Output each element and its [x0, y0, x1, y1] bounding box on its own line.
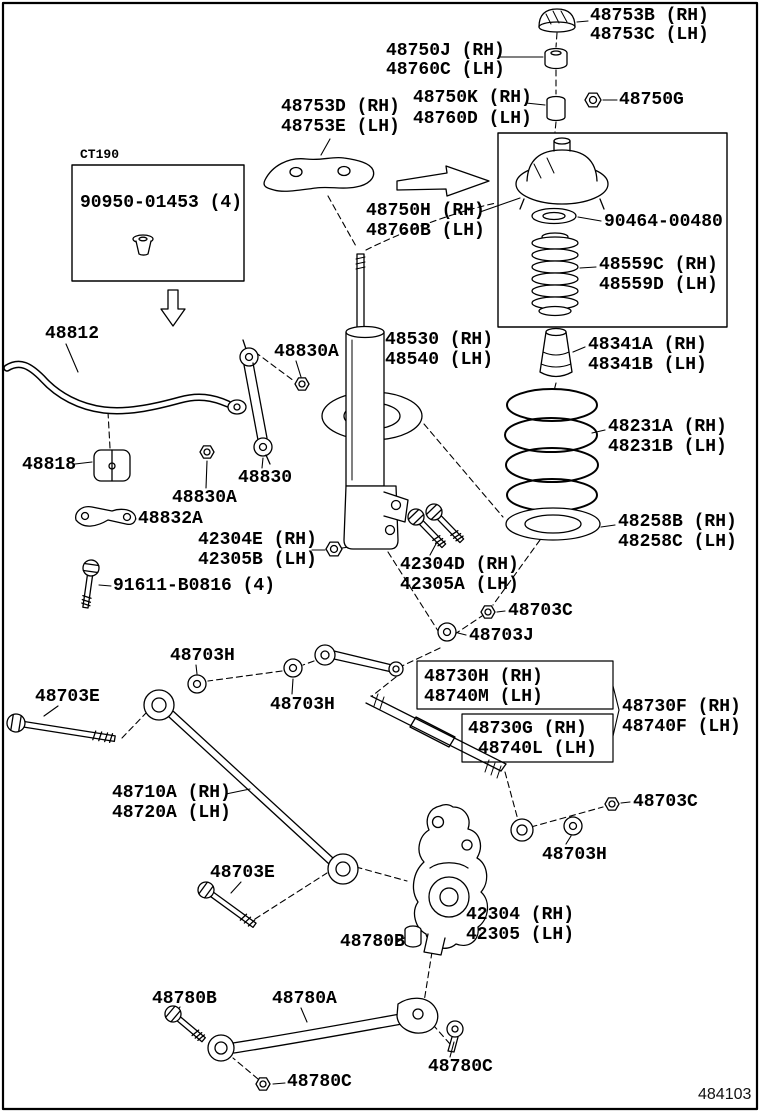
stabilizer-bar-drawing	[3, 360, 247, 415]
part-label-90950-01453: 90950-01453 (4)	[80, 193, 243, 213]
reference-boxes	[71, 132, 728, 328]
part-label-48258b-rh: 48258B (RH)	[618, 512, 737, 532]
part-label-48730g-rh: 48730G (RH)	[468, 719, 587, 739]
part-label-48830a-lower: 48830A	[172, 488, 237, 508]
part-label-48780c-bushing: 48780C	[428, 1057, 493, 1077]
knuckle-bushing-drawing	[404, 925, 422, 948]
retainer-clip-drawing	[132, 234, 154, 256]
coil-spring-drawing	[504, 388, 599, 512]
part-label-48753e-lh: 48753E (LH)	[281, 117, 400, 137]
part-label-48341b-lh: 48341B (LH)	[588, 355, 707, 375]
part-label-48703e-lower: 48703E	[210, 863, 275, 883]
part-label-48258c-lh: 48258C (LH)	[618, 532, 737, 552]
assembly-dashed-lines	[107, 32, 604, 1080]
part-label-42305-lh: 42305 (LH)	[466, 925, 575, 945]
part-label-48760c-lh: 48760C (LH)	[386, 60, 505, 80]
part-label-91611-b0816: 91611-B0816 (4)	[113, 576, 276, 596]
part-label-48750k-rh: 48750K (RH)	[413, 88, 532, 108]
stabilizer-link-drawing	[199, 339, 310, 465]
part-label-48830a-upper: 48830A	[274, 342, 339, 362]
part-label-48730f-rh: 48730F (RH)	[622, 697, 741, 717]
arm-group-boxes	[416, 660, 614, 763]
part-label-48780b-bushing: 48780B	[340, 932, 405, 952]
part-label-48559d-lh: 48559D (LH)	[599, 275, 718, 295]
support-assembly-drawing	[515, 137, 609, 317]
arm-bolt-left-drawing	[5, 712, 117, 749]
part-label-48750g: 48750G	[619, 90, 684, 110]
bar-bushing-drawing	[93, 449, 131, 482]
part-label-48780c-nut: 48780C	[287, 1072, 352, 1092]
part-label-48730h-rh: 48730H (RH)	[424, 667, 543, 687]
part-label-48231b-lh: 48231B (LH)	[608, 437, 727, 457]
part-label-48703h-mid: 48703H	[270, 695, 335, 715]
part-label-42305a-lh: 42305A (LH)	[400, 575, 519, 595]
part-label-48703c-right: 48703C	[633, 792, 698, 812]
part-label-48703e-left: 48703E	[35, 687, 100, 707]
part-label-48830: 48830	[238, 468, 293, 488]
spring-seat-drawing	[505, 507, 601, 541]
upper-lateral-arm-drawing	[314, 644, 404, 677]
part-label-48703h-right: 48703H	[542, 845, 607, 865]
direction-arrow-right-icon	[396, 165, 490, 197]
top-mount-fasteners-drawing	[538, 8, 602, 122]
knuckle-drawing	[412, 803, 489, 956]
lower-arm-no2-drawing	[143, 689, 359, 885]
spring-bumper-drawing	[539, 327, 573, 378]
part-label-48753d-rh: 48753D (RH)	[281, 97, 400, 117]
part-label-48703c-upper: 48703C	[508, 601, 573, 621]
part-label-48703h-left: 48703H	[170, 646, 235, 666]
part-label-48710a-rh: 48710A (RH)	[112, 783, 231, 803]
arm-bolt-lower-drawing	[194, 878, 260, 933]
bar-bracket-drawing	[75, 506, 137, 527]
shock-absorber-drawing	[321, 253, 423, 550]
diagram-code-label: CT190	[80, 147, 120, 162]
part-label-48753b-rh: 48753B (RH)	[590, 6, 709, 26]
part-label-48720a-lh: 48720A (LH)	[112, 803, 231, 823]
part-label-42305b-lh: 42305B (LH)	[198, 550, 317, 570]
part-label-48740l-lh: 48740L (LH)	[478, 739, 597, 759]
part-label-48832a: 48832A	[138, 509, 203, 529]
part-label-48750j-rh: 48750J (RH)	[386, 41, 505, 61]
part-label-90464-00480: 90464-00480	[604, 212, 723, 232]
part-label-48753c-lh: 48753C (LH)	[590, 25, 709, 45]
direction-arrow-down-icon	[160, 289, 186, 327]
bracket-bolt-drawing	[76, 558, 101, 610]
part-label-48740m-lh: 48740M (LH)	[424, 687, 543, 707]
part-label-48559c-rh: 48559C (RH)	[599, 255, 718, 275]
part-label-48530-rh: 48530 (RH)	[385, 330, 494, 350]
part-label-48540-lh: 48540 (LH)	[385, 350, 494, 370]
sheet-number: 484103	[698, 1086, 752, 1103]
support-plate-drawing	[263, 156, 375, 192]
part-label-42304-rh: 42304 (RH)	[466, 905, 575, 925]
part-label-48740f-lh: 48740F (LH)	[622, 717, 741, 737]
part-label-48341a-rh: 48341A (RH)	[588, 335, 707, 355]
part-label-48760b-lh: 48760B (LH)	[366, 221, 485, 241]
part-label-48703j: 48703J	[469, 626, 534, 646]
part-label-48231a-rh: 48231A (RH)	[608, 417, 727, 437]
part-label-48780b-bolt: 48780B	[152, 989, 217, 1009]
rear-lateral-rod-drawing	[365, 693, 534, 842]
strut-rod-assembly-drawing	[161, 997, 464, 1091]
part-label-48780a: 48780A	[272, 989, 337, 1009]
part-label-48818: 48818	[22, 455, 77, 475]
part-label-48750h-rh: 48750H (RH)	[366, 201, 485, 221]
part-label-42304d-rh: 42304D (RH)	[400, 555, 519, 575]
part-label-42304e-rh: 42304E (RH)	[198, 530, 317, 550]
part-label-48812: 48812	[45, 324, 100, 344]
part-label-48760d-lh: 48760D (LH)	[413, 109, 532, 129]
